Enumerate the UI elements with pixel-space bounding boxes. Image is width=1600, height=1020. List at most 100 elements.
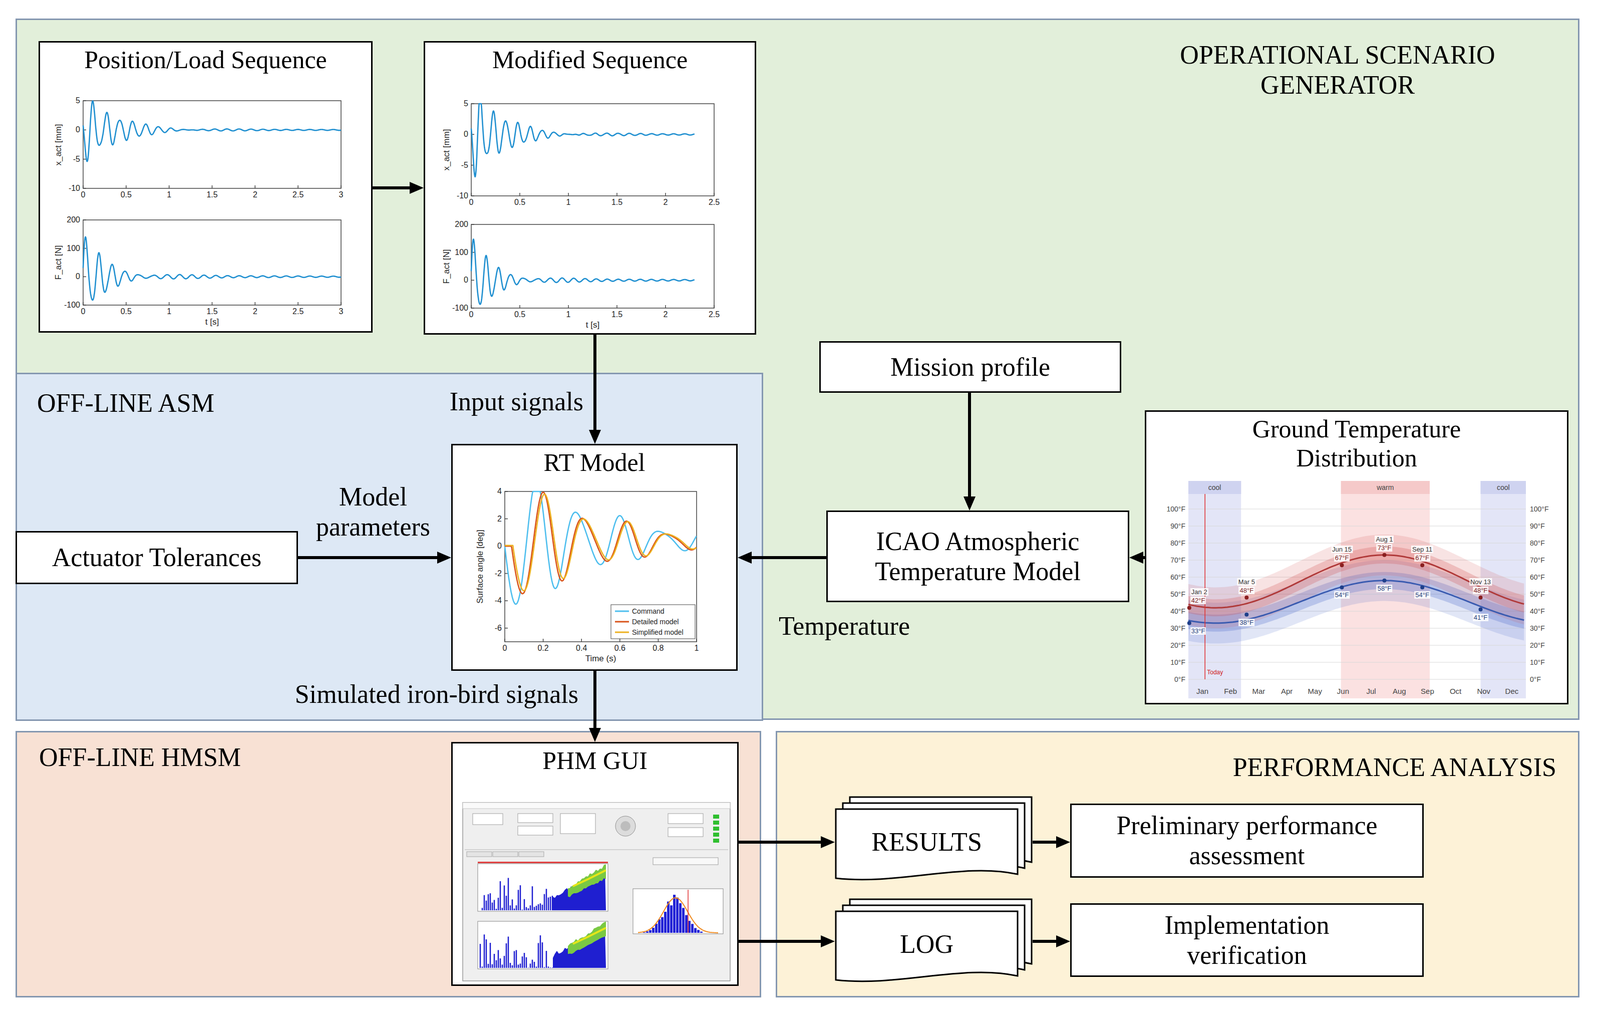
histogram-bar [658, 918, 661, 933]
screenshot-spike [517, 964, 520, 968]
screenshot-spike [497, 897, 500, 910]
axis-label: 2 [663, 198, 669, 207]
screenshot-spike [521, 955, 524, 968]
axis-label: 0.5 [514, 310, 526, 319]
box-heading: RT Model [452, 448, 737, 478]
data-point [1187, 620, 1192, 625]
axis-label: 5 [75, 96, 81, 105]
screenshot-spike [545, 888, 548, 910]
connector-line [1032, 840, 1059, 844]
axis-label: -100 [64, 300, 81, 309]
axis-label: warm [1376, 483, 1394, 491]
figure-area [452, 743, 738, 985]
axis-label: 1 [566, 198, 571, 207]
screenshot-spike [517, 889, 520, 910]
screenshot-spike [485, 938, 488, 968]
axis-label: 90°F [1170, 522, 1186, 530]
tick-mark [125, 301, 127, 305]
axis-label: 10°F [1170, 658, 1186, 666]
tick-mark [471, 103, 475, 105]
axis-label: t [s] [205, 317, 219, 327]
document-stack: RESULTS [834, 795, 1033, 883]
screenshot-area [567, 921, 606, 954]
connector-line [738, 939, 823, 943]
axis-label: 100°F [1529, 505, 1549, 513]
figure-box: RT Model420-2-4-600.20.40.60.81Surface a… [451, 443, 738, 671]
axis-label: 0°F [1529, 675, 1541, 683]
screenshot-spike [509, 904, 512, 910]
connector [738, 934, 835, 947]
axis-label: 0.5 [120, 307, 132, 316]
connector [372, 181, 424, 194]
axis-label: -5 [461, 161, 469, 170]
axis-label: 40°F [1529, 607, 1545, 615]
tick-mark [567, 304, 569, 308]
axis-label: 2.5 [292, 190, 304, 199]
arrow-head [737, 551, 752, 564]
status-light [713, 820, 720, 825]
axis-label: 0 [497, 541, 502, 550]
screenshot-spike [507, 877, 510, 910]
plot-frame [471, 103, 715, 196]
screenshot-spike [495, 960, 498, 968]
figure-area [452, 445, 737, 670]
screenshot-plot [477, 863, 608, 911]
screenshot-spike [513, 907, 516, 910]
screenshot-spike [485, 900, 488, 910]
screenshot-spike [487, 893, 490, 910]
screenshot-spike [493, 899, 496, 910]
box-heading: Position/Load Sequence [40, 45, 372, 75]
grid-line [1188, 525, 1526, 527]
axis-label: 0 [502, 644, 508, 653]
tick-mark [211, 301, 213, 305]
edge-label: Temperature [778, 610, 959, 642]
axis-label: 5 [463, 99, 469, 108]
section-band: OFF-LINE ASMRT Model420-2-4-600.20.40.60… [15, 372, 764, 721]
axis-label: F_act [N] [442, 248, 451, 284]
axis-label: 0.4 [575, 644, 587, 653]
tick-mark [83, 304, 87, 306]
screenshot-spike [543, 893, 546, 910]
tick-mark [713, 304, 715, 308]
screenshot-spike [499, 880, 502, 910]
histogram-bar [700, 931, 703, 933]
axis-label: 70°F [1529, 556, 1545, 564]
screenshot-gauge [620, 820, 631, 831]
tick-mark [471, 279, 475, 281]
axis-label: Dec [1505, 687, 1519, 695]
axis-label: 3 [339, 190, 344, 199]
axis-label: 50°F [1170, 590, 1186, 598]
axis-label: 1.5 [611, 310, 623, 319]
screenshot-tab [492, 851, 518, 857]
signal-trace [504, 493, 697, 591]
temperature-spread [1188, 534, 1524, 628]
high-temperature-line [1188, 554, 1524, 608]
figure-area [40, 42, 372, 332]
axis-label: May [1308, 687, 1323, 695]
axis-label: Mar [1251, 687, 1265, 695]
axis-label: 90°F [1529, 522, 1545, 530]
connector-line [738, 840, 823, 844]
axis-label: 67°F [1414, 553, 1431, 562]
histogram-bar [691, 923, 694, 933]
tick-mark [580, 638, 582, 642]
grid-line [1188, 645, 1526, 646]
legend-sample [614, 610, 629, 612]
histogram-bar [682, 907, 685, 933]
tick-mark [696, 638, 698, 642]
figure-box: Ground Temperature Distributioncoolwarmc… [1144, 410, 1569, 705]
screenshot-titlebar [462, 802, 731, 809]
plot-frame [83, 100, 342, 189]
histogram-bar [673, 894, 676, 933]
histogram-bar [676, 897, 679, 933]
tick-mark [83, 219, 87, 221]
edge-label: Input signals [410, 386, 584, 417]
axis-label: Oct [1449, 687, 1462, 695]
connector-line [968, 392, 972, 499]
connector [738, 835, 835, 848]
arrow-head [437, 551, 452, 564]
axis-label: Nov 13 [1469, 577, 1492, 586]
screenshot-window [462, 802, 731, 981]
axis-label: 80°F [1529, 539, 1545, 547]
